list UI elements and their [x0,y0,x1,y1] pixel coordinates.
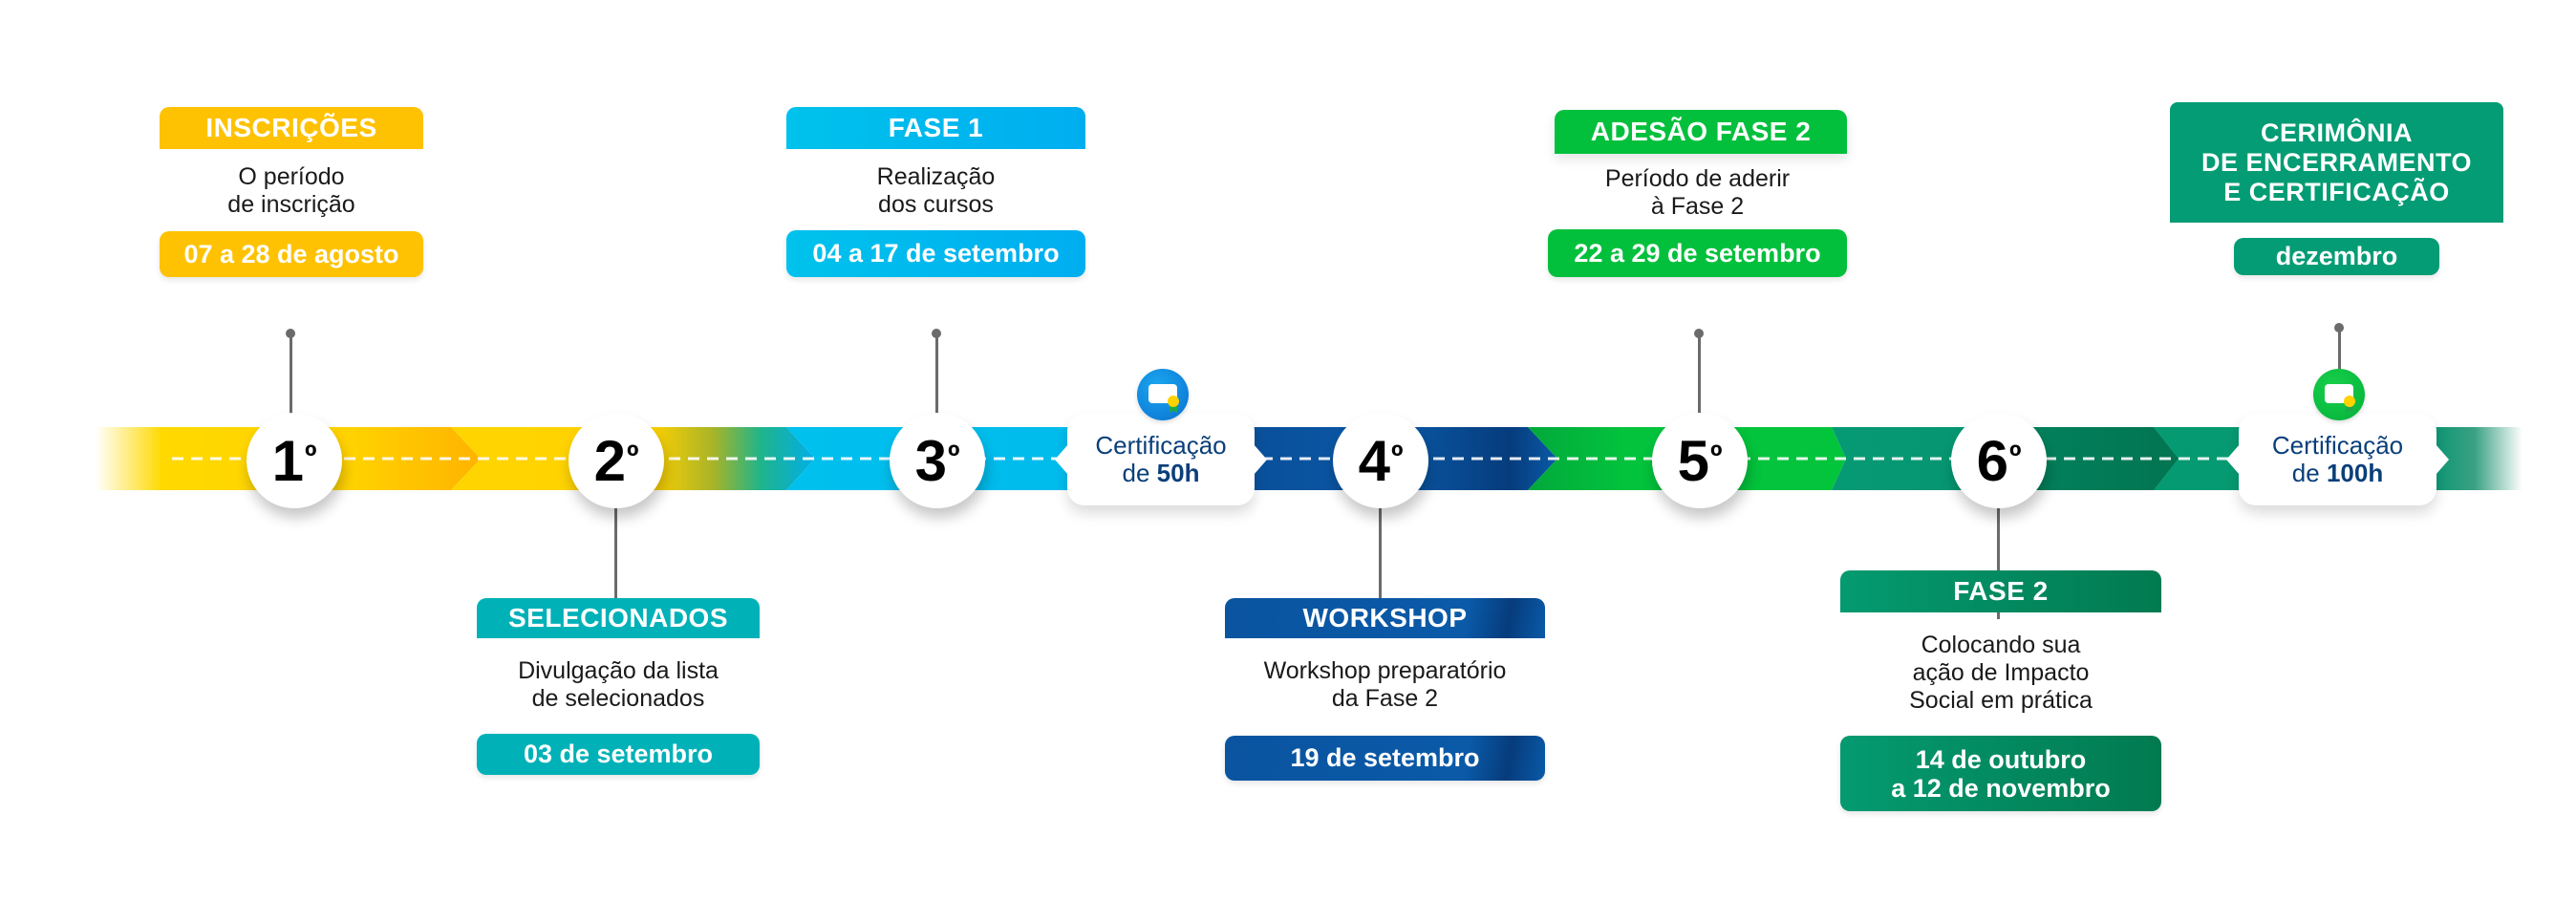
card-description: Workshop preparatório da Fase 2 [1225,657,1545,713]
card-description: Divulgação da lista de selecionados [477,657,760,713]
cert-hours-line: de 100h [2292,460,2383,487]
card-cerimonia: CERIMÔNIA DE ENCERRAMENTO E CERTIFICAÇÃO… [2170,102,2503,275]
certificate-ribbon [2346,405,2353,413]
card-description: Período de aderir à Fase 2 [1548,165,1847,221]
certificate-ribbon [1170,405,1177,413]
desc-line: Período de aderir [1604,165,1791,192]
title-line: E CERTIFICAÇÃO [2223,177,2450,206]
cert-label: Certificação [2271,431,2404,460]
connector-line-1 [290,333,292,414]
certificate-medal [1168,396,1179,407]
cert-hours: 100h [2326,459,2384,487]
cert-hours: 50h [1156,459,1200,487]
cert-prefix: de [1122,459,1157,487]
desc-line: Social em prática [1909,687,2093,714]
step-ordinal: º [1709,438,1723,475]
step-ordinal: º [2008,438,2022,475]
card-date: 04 a 17 de setembro [786,230,1085,277]
card-workshop: WORKSHOP Workshop preparatório da Fase 2… [1225,598,1545,781]
card-description: Realização dos cursos [786,163,1085,219]
step-number: 1 [271,428,304,493]
desc-line: da Fase 2 [1331,685,1439,712]
card-title: FASE 2 [1840,570,2161,612]
step-number: 5 [1677,428,1709,493]
certificate-icon [2313,369,2365,420]
band-fade-left [96,427,162,490]
card-date: 14 de outubro a 12 de novembro [1840,736,2161,811]
step-ordinal: º [626,438,639,475]
desc-line: dos cursos [878,191,994,218]
date-line: a 12 de novembro [1891,773,2111,803]
card-date: 03 de setembro [477,734,760,775]
desc-line: O período [238,163,345,190]
card-title: CERIMÔNIA DE ENCERRAMENTO E CERTIFICAÇÃO [2170,102,2503,223]
step-number: 2 [593,428,626,493]
connector-line-cert-100 [2338,328,2341,374]
card-date: 19 de setembro [1225,736,1545,781]
date-line: 14 de outubro [1915,744,2087,774]
connector-line-5 [1698,333,1701,414]
desc-line: ação de Impacto [1912,659,2090,686]
title-line: DE ENCERRAMENTO [2200,147,2473,177]
card-selecionados: SELECIONADOS Divulgação da lista de sele… [477,598,760,775]
step-ordinal: º [947,438,960,475]
connector-line-6 [1997,506,2000,619]
cert-hours-line: de 50h [1123,460,1200,487]
card-date: 07 a 28 de agosto [160,231,423,277]
cert-label: Certificação [1095,431,1227,460]
certification-50h: Certificação de 50h [1055,414,1267,505]
certificate-medal [2344,396,2355,407]
certification-100h: Certificação de 100h [2226,414,2449,505]
step-number: 6 [1976,428,2008,493]
desc-line: à Fase 2 [1650,193,1745,220]
step-number: 4 [1358,428,1390,493]
card-date: dezembro [2234,238,2439,275]
desc-line: Workshop preparatório [1263,657,1507,684]
desc-line: Divulgação da lista [518,657,719,684]
card-description: Colocando sua ação de Impacto Social em … [1840,632,2161,715]
card-title: SELECIONADOS [477,598,760,638]
desc-line: de selecionados [531,685,705,712]
card-description: O período de inscrição [160,163,423,219]
card-adesao-fase-2: ADESÃO FASE 2 Período de aderir à Fase 2… [1548,110,1847,277]
desc-line: Colocando sua [1921,632,2081,658]
card-title: FASE 1 [786,107,1085,149]
step-number: 3 [914,428,947,493]
title-line: CERIMÔNIA [2261,118,2413,147]
connector-line-2 [614,506,617,598]
card-fase-2: FASE 2 Colocando sua ação de Impacto Soc… [1840,570,2161,811]
connector-line-4 [1379,506,1382,598]
card-date: 22 a 29 de setembro [1548,229,1847,277]
certificate-icon [1137,369,1189,420]
connector-line-3 [935,333,938,414]
card-title: INSCRIÇÕES [160,107,423,149]
card-title: WORKSHOP [1225,598,1545,638]
desc-line: Realização [876,163,996,190]
desc-line: de inscrição [227,191,355,218]
cert-prefix: de [2291,459,2327,487]
card-title: ADESÃO FASE 2 [1555,110,1847,154]
card-inscricoes: INSCRIÇÕES O período de inscrição 07 a 2… [160,107,423,277]
step-ordinal: º [1390,438,1404,475]
card-fase-1: FASE 1 Realização dos cursos 04 a 17 de … [786,107,1085,277]
step-ordinal: º [304,438,317,475]
